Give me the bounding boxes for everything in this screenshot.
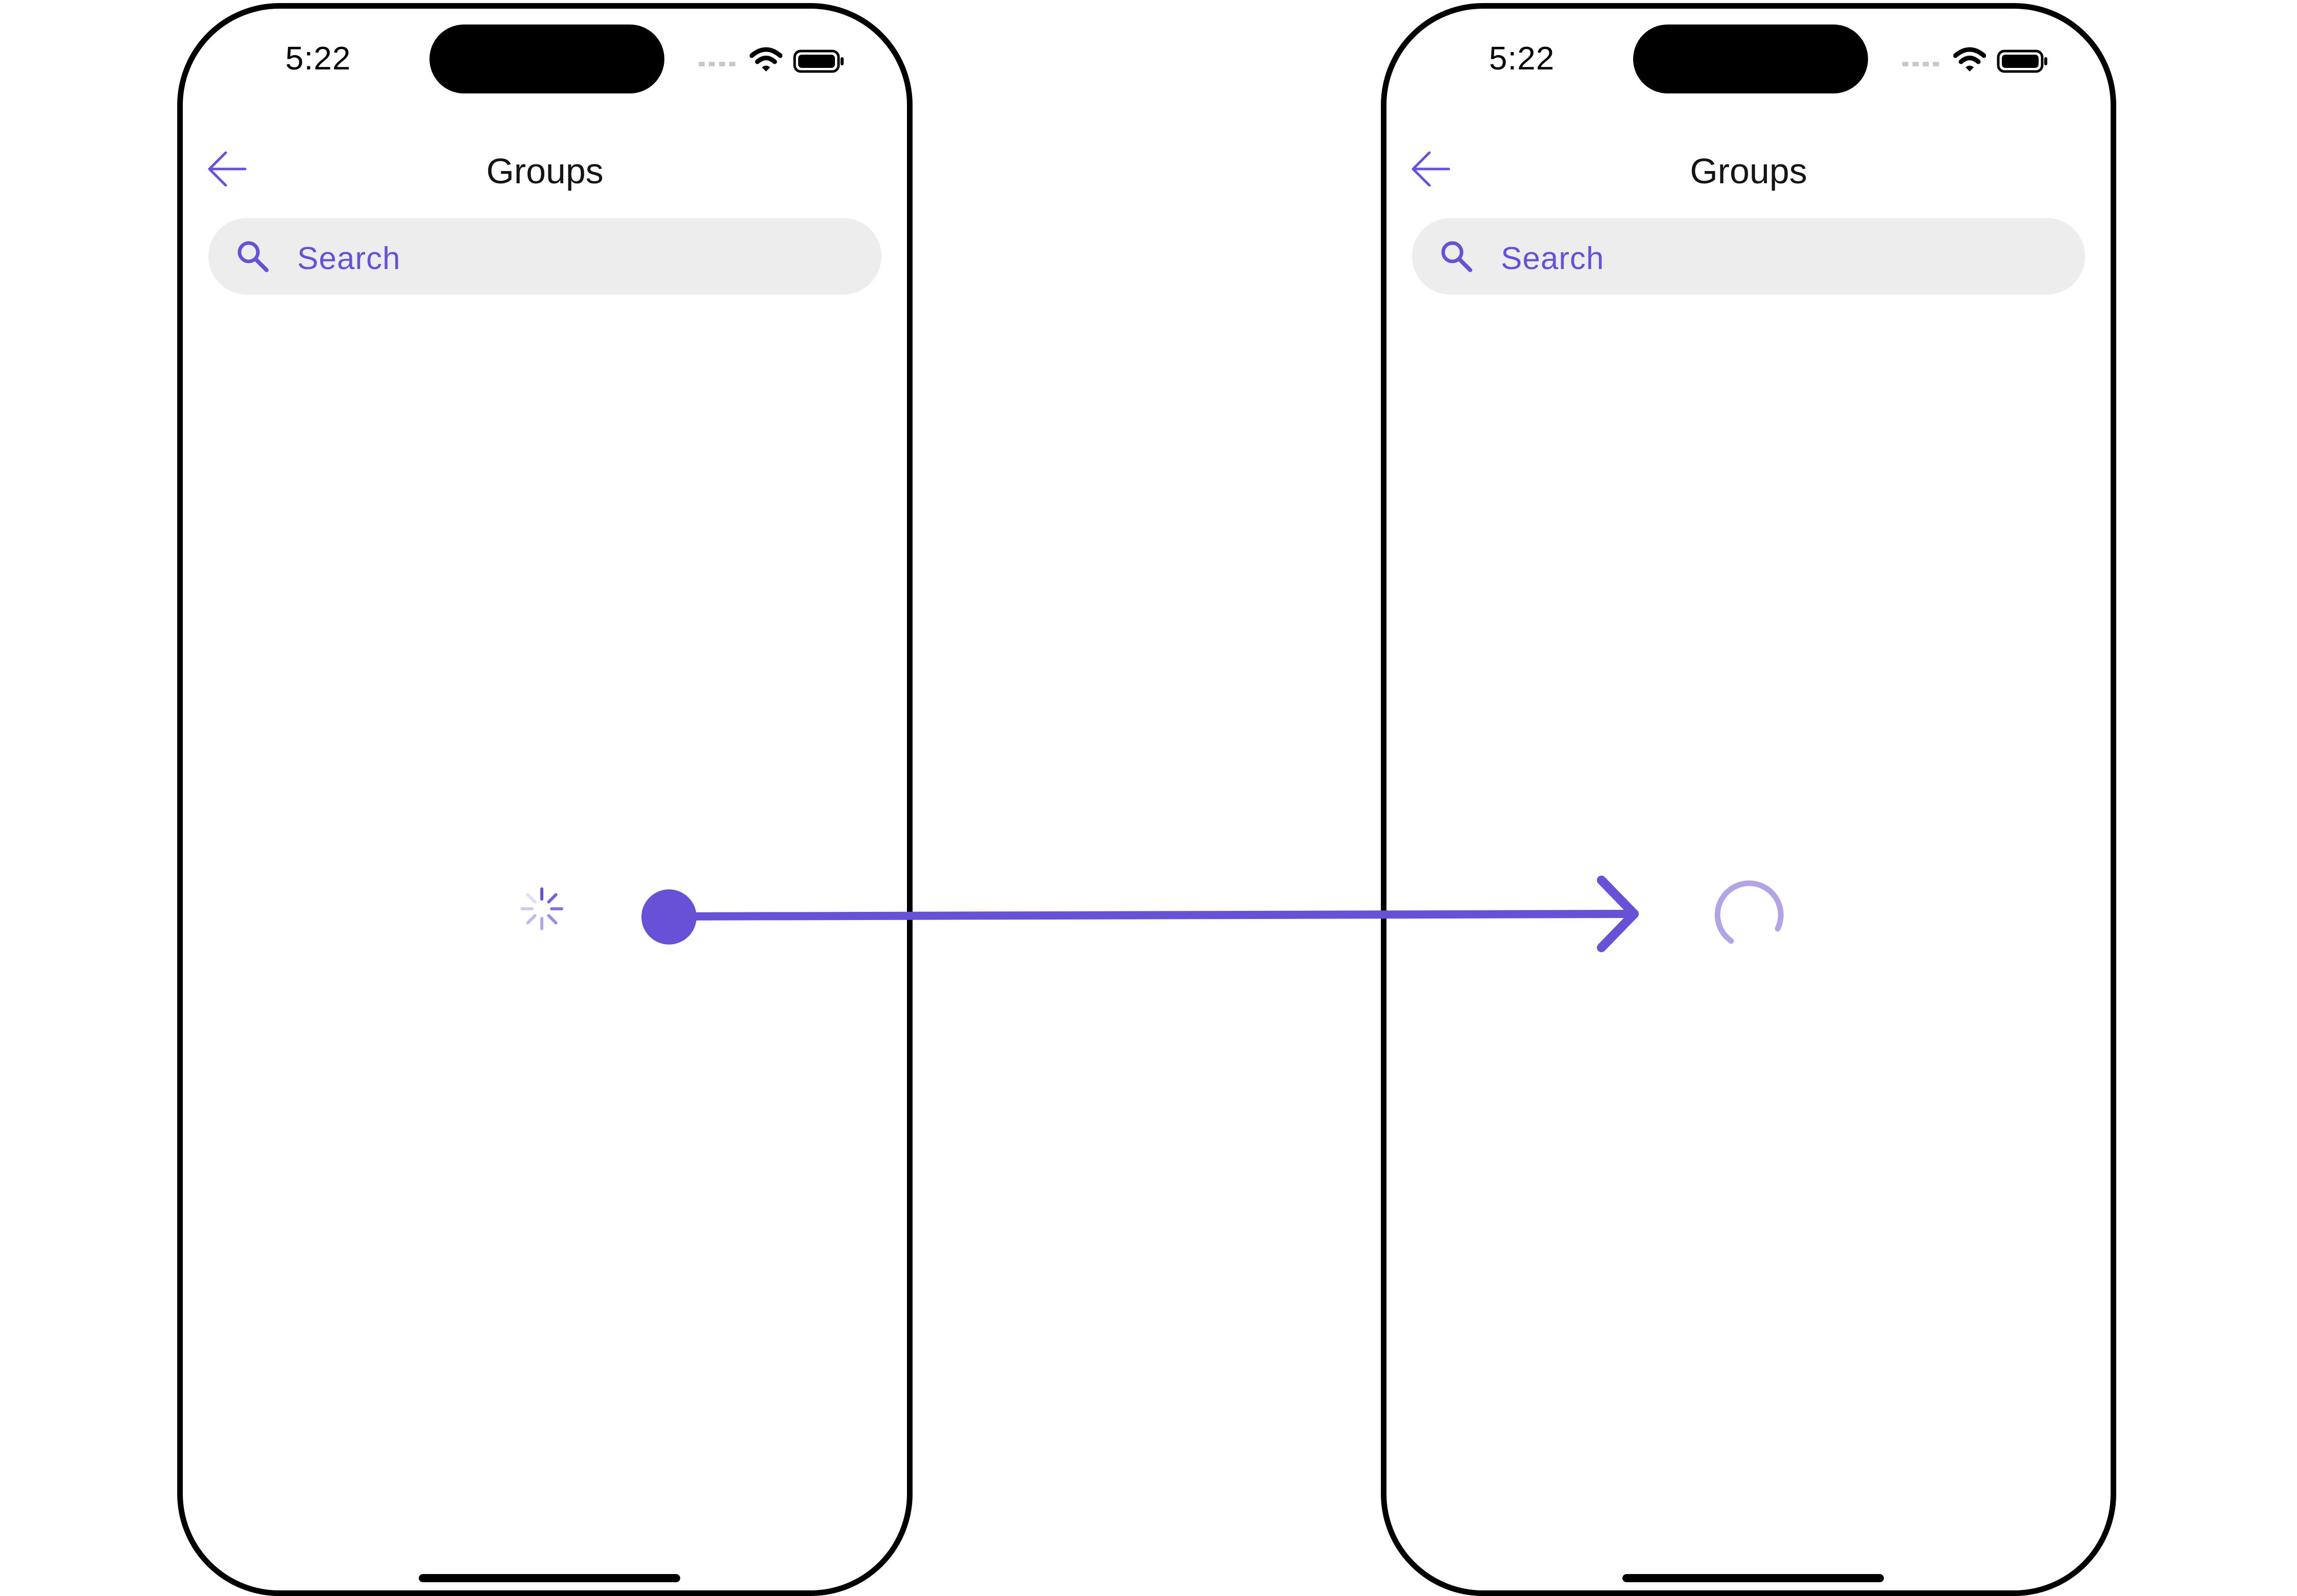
search-input[interactable]: Search xyxy=(208,218,881,295)
page-title: Groups xyxy=(486,151,604,191)
signal-dots-icon xyxy=(1902,62,1939,66)
circular-loader-icon xyxy=(1714,880,1784,944)
search-icon xyxy=(237,241,269,272)
back-button[interactable] xyxy=(1407,143,1458,195)
wifi-icon xyxy=(750,47,782,71)
phone-screen-after: 5:22 Groups Sea xyxy=(1381,3,2116,1596)
battery-icon xyxy=(793,50,844,73)
search-input[interactable]: Search xyxy=(1412,218,2085,295)
wifi-icon xyxy=(1953,47,1986,71)
back-button[interactable] xyxy=(203,143,254,195)
page-title: Groups xyxy=(1690,151,1807,191)
search-placeholder: Search xyxy=(297,241,401,276)
arrow-left-icon xyxy=(1411,151,1450,187)
signal-dots-icon xyxy=(699,62,735,66)
dynamic-island xyxy=(429,25,664,93)
status-time: 5:22 xyxy=(1489,40,1555,77)
dynamic-island xyxy=(1633,25,1868,93)
home-indicator xyxy=(419,1574,680,1582)
search-icon xyxy=(1441,241,1472,272)
search-placeholder: Search xyxy=(1501,241,1605,276)
home-indicator xyxy=(1622,1574,1884,1582)
nav-bar: Groups xyxy=(1386,131,2111,192)
activity-indicator-icon xyxy=(520,887,563,930)
status-icons xyxy=(693,46,847,77)
status-icons xyxy=(1897,46,2050,77)
arrow-left-icon xyxy=(208,151,247,187)
battery-icon xyxy=(1997,50,2047,73)
status-time: 5:22 xyxy=(285,40,351,77)
phone-screen-before: 5:22 Groups Sea xyxy=(177,3,913,1596)
nav-bar: Groups xyxy=(183,131,907,192)
